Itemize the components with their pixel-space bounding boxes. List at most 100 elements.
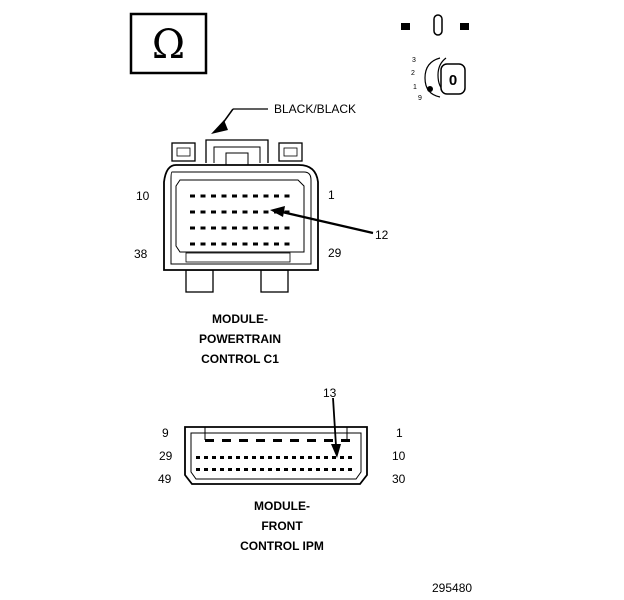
pin-cavity bbox=[221, 226, 227, 230]
pin-cavity bbox=[221, 210, 227, 214]
pin-cavity bbox=[220, 456, 224, 459]
ignition-pos-3: 3 bbox=[412, 57, 416, 64]
c1-name-line-2: POWERTRAIN bbox=[199, 332, 281, 346]
pin-cavity bbox=[190, 226, 195, 230]
pin-cavity bbox=[220, 468, 224, 471]
c1-pin-29-label: 29 bbox=[328, 246, 342, 260]
pin-cavity bbox=[211, 194, 216, 198]
ohm-box bbox=[129, 12, 208, 75]
pin-cavity bbox=[308, 456, 312, 459]
pin-cavity bbox=[211, 242, 216, 246]
pin-cavity bbox=[292, 468, 296, 471]
pin-cavity bbox=[332, 456, 336, 459]
ohm-symbol: Ω bbox=[129, 12, 208, 75]
pin-cavity bbox=[232, 210, 237, 214]
pin-cavity bbox=[324, 456, 328, 459]
pin-cavity bbox=[292, 456, 296, 459]
pin-cavity bbox=[253, 194, 258, 198]
ipm-pin-49-label: 49 bbox=[158, 472, 172, 486]
pin-cavity bbox=[341, 439, 350, 442]
connector-ipm: 13 9 1 29 10 49 30 MODULE- FRONT CONTROL… bbox=[158, 386, 406, 553]
c1-pin-10-label: 10 bbox=[136, 189, 150, 203]
pin-cavity bbox=[242, 210, 248, 214]
callout-12: 12 bbox=[375, 228, 389, 242]
pin-cavity bbox=[253, 210, 258, 214]
pin-cavity bbox=[232, 194, 237, 198]
pin-cavity bbox=[268, 468, 272, 471]
pin-cavity bbox=[268, 456, 272, 459]
ipm-pin-field bbox=[196, 439, 352, 471]
pin-cavity bbox=[200, 226, 206, 230]
pin-cavity bbox=[200, 194, 206, 198]
pin-cavity bbox=[332, 468, 336, 471]
pin-cavity bbox=[290, 439, 299, 442]
pin-cavity bbox=[340, 456, 344, 459]
pin-cavity bbox=[260, 468, 264, 471]
pin-cavity bbox=[274, 226, 279, 230]
pin-cavity bbox=[211, 226, 216, 230]
callout-13-leader bbox=[332, 397, 337, 447]
pin-cavity bbox=[190, 210, 195, 214]
ipm-pin-10-label: 10 bbox=[392, 449, 406, 463]
pin-cavity bbox=[236, 456, 240, 459]
c1-pin-1-label: 1 bbox=[328, 188, 335, 202]
pin-cavity bbox=[316, 456, 320, 459]
pin-cavity bbox=[212, 468, 216, 471]
ignition-pos-9: 9 bbox=[418, 95, 422, 102]
ipm-pin-30-label: 30 bbox=[392, 472, 406, 486]
pin-cavity bbox=[228, 468, 232, 471]
pin-cavity bbox=[205, 439, 214, 442]
pin-cavity bbox=[200, 242, 206, 246]
pin-cavity bbox=[232, 242, 237, 246]
pin-cavity bbox=[252, 468, 256, 471]
pin-cavity bbox=[307, 439, 316, 442]
ipm-pin-29-label: 29 bbox=[159, 449, 173, 463]
pin-cavity bbox=[284, 456, 288, 459]
callout-13: 13 bbox=[323, 386, 337, 400]
callout-12-leader bbox=[281, 210, 374, 235]
pin-cavity bbox=[284, 210, 290, 214]
pin-cavity bbox=[256, 439, 265, 442]
ohm-icon: Ω bbox=[152, 22, 185, 68]
pin-cavity bbox=[284, 194, 290, 198]
pin-cavity bbox=[308, 468, 312, 471]
pin-cavity bbox=[340, 468, 344, 471]
pin-cavity bbox=[244, 456, 248, 459]
wire-color-label: BLACK/BLACK bbox=[274, 102, 356, 116]
pin-cavity bbox=[284, 468, 288, 471]
pin-cavity bbox=[228, 456, 232, 459]
pin-cavity bbox=[274, 194, 279, 198]
pin-cavity bbox=[236, 468, 240, 471]
pin-cavity bbox=[204, 468, 208, 471]
pin-cavity bbox=[252, 456, 256, 459]
c1-name-line-3: CONTROL C1 bbox=[201, 352, 279, 366]
pin-cavity bbox=[232, 226, 237, 230]
pin-cavity bbox=[300, 456, 304, 459]
ignition-key-label: 0 bbox=[449, 72, 457, 89]
pin-cavity bbox=[284, 242, 290, 246]
ipm-pin-9-label: 9 bbox=[162, 426, 169, 440]
ipm-name-line-1: MODULE- bbox=[254, 499, 310, 513]
ipm-pin-1-label: 1 bbox=[396, 426, 403, 440]
pin-cavity bbox=[260, 456, 264, 459]
ignition-pos-1: 1 bbox=[413, 84, 417, 91]
pin-cavity bbox=[196, 468, 200, 471]
switch-slot bbox=[433, 14, 443, 36]
pin-cavity bbox=[263, 226, 269, 230]
pin-cavity bbox=[242, 194, 248, 198]
pin-cavity bbox=[190, 194, 195, 198]
pin-cavity bbox=[276, 468, 280, 471]
pin-cavity bbox=[273, 439, 282, 442]
pin-cavity bbox=[300, 468, 304, 471]
ignition-pos-2: 2 bbox=[411, 70, 415, 77]
c1-name-line-1: MODULE- bbox=[212, 312, 268, 326]
connector-c1: BLACK/BLACK 10 1 38 29 12 MODULE- POWERT… bbox=[134, 102, 389, 366]
pin-cavity bbox=[263, 194, 269, 198]
pin-cavity bbox=[242, 226, 248, 230]
wire-arrow bbox=[211, 120, 228, 134]
ignition-key-icon: 3 2 1 9 0 bbox=[401, 14, 469, 102]
pin-cavity bbox=[324, 468, 328, 471]
pin-cavity bbox=[242, 242, 248, 246]
pin-cavity bbox=[244, 468, 248, 471]
